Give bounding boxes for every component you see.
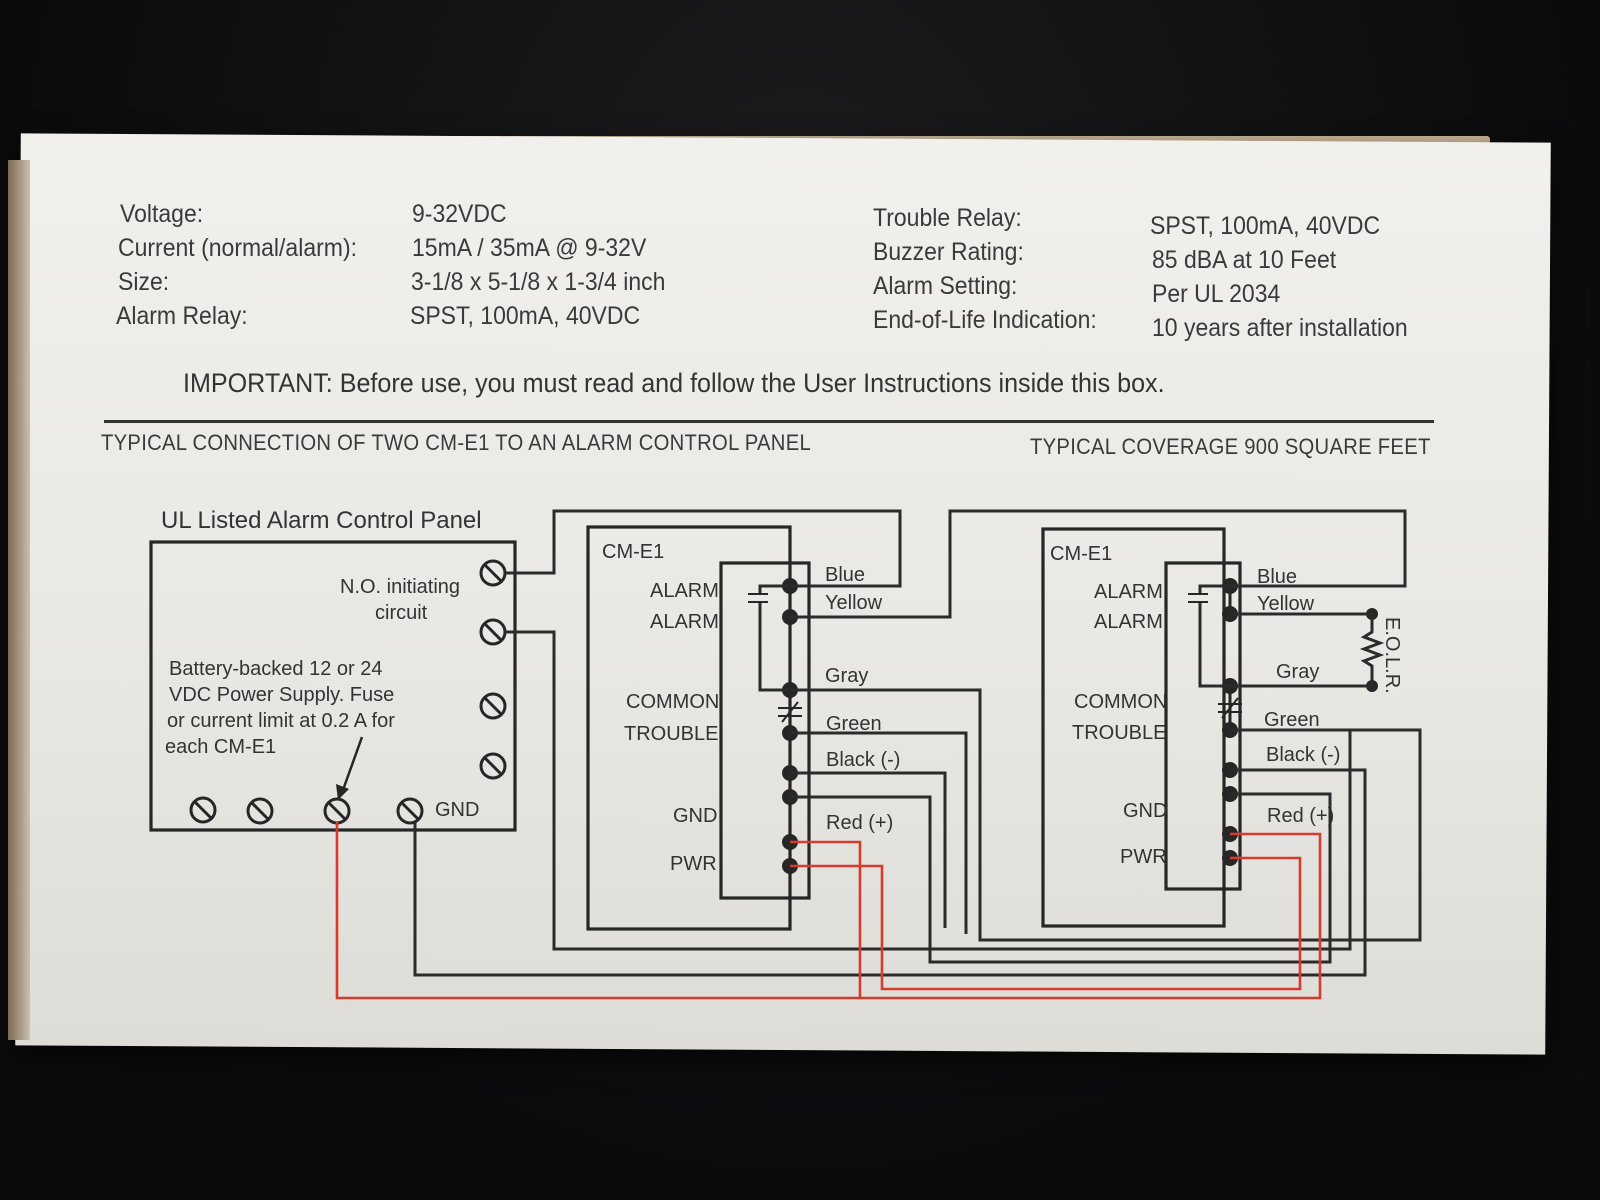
terminal-screw-icon (479, 692, 507, 720)
spec-value-size: 3-1/8 x 5-1/8 x 1-3/4 inch (411, 268, 666, 296)
spec-label-size: Size: (118, 268, 170, 296)
device-2-wire-red: Red (+) (1267, 805, 1334, 827)
panel-power-label-1: Battery-backed 12 or 24 (169, 658, 382, 680)
spec-value-buzzer: 85 dBA at 10 Feet (1152, 246, 1337, 274)
spec-value-alarm-setting: Per UL 2034 (1152, 280, 1281, 308)
spec-label-alarm-setting: Alarm Setting: (873, 272, 1018, 300)
spec-label-current: Current (normal/alarm): (118, 234, 357, 262)
device-1-wire-yellow: Yellow (825, 592, 883, 614)
device-2-wire-green: Green (1264, 709, 1320, 731)
panel-gnd-label: GND (435, 799, 479, 821)
panel-power-label-4: each CM-E1 (165, 736, 276, 758)
spec-label-alarm-relay: Alarm Relay: (116, 302, 248, 330)
device-2-inner-box (1164, 561, 1242, 891)
device-2-name: CM-E1 (1050, 543, 1112, 565)
spec-label-trouble-relay: Trouble Relay: (873, 204, 1022, 232)
spec-value-current: 15mA / 35mA @ 9-32V (412, 234, 647, 262)
spec-label-voltage: Voltage: (120, 200, 204, 228)
device-1-trouble: TROUBLE (624, 723, 718, 745)
terminal-screw-icon (246, 797, 274, 825)
eolr-label: E.O.L.R. (1381, 617, 1403, 694)
device-1-name: CM-E1 (602, 541, 664, 563)
eolr-resistor-icon (1359, 608, 1385, 692)
spec-value-voltage: 9-32VDC (412, 200, 507, 228)
spec-value-eol: 10 years after installation (1152, 314, 1408, 342)
divider-rule (104, 420, 1434, 423)
device-2-trouble: TROUBLE (1072, 722, 1166, 744)
box-side-edge (8, 160, 30, 1040)
device-1-wire-blue: Blue (825, 564, 865, 586)
terminal-screw-icon (189, 796, 217, 824)
spec-value-alarm-relay: SPST, 100mA, 40VDC (410, 302, 641, 330)
device-1-relay-contact-icon (748, 584, 802, 733)
device-2-alarm-1: ALARM (1094, 581, 1163, 603)
device-2-gnd: GND (1123, 800, 1167, 822)
arrow-head-icon (336, 784, 349, 800)
device-2-wire-yellow: Yellow (1257, 593, 1315, 615)
device-1-alarm-2: ALARM (650, 611, 719, 633)
device-2-relay-contact-icon (1188, 584, 1242, 730)
panel-title: UL Listed Alarm Control Panel (161, 507, 482, 534)
device-2-pwr: PWR (1120, 846, 1167, 868)
device-1-wire-black: Black (-) (826, 749, 900, 771)
important-notice: IMPORTANT: Before use, you must read and… (183, 368, 1165, 398)
diagram-heading-coverage: TYPICAL COVERAGE 900 SQUARE FEET (1030, 434, 1431, 459)
terminal-screw-icon (479, 618, 507, 646)
device-1-inner-box (719, 561, 811, 900)
panel-initiating-label-2: circuit (375, 602, 428, 624)
device-2-wire-blue: Blue (1257, 566, 1297, 588)
terminal-screw-icon (396, 797, 424, 825)
spec-label-buzzer: Buzzer Rating: (873, 238, 1024, 266)
panel-initiating-label-1: N.O. initiating (340, 576, 460, 598)
device-1-alarm-1: ALARM (650, 580, 719, 602)
device-2-alarm-2: ALARM (1094, 611, 1163, 633)
terminal-screw-icon (479, 559, 507, 587)
power-wires (335, 822, 1322, 1000)
signal-wires (413, 509, 1422, 977)
control-panel-box (149, 540, 517, 832)
device-2-wire-gray: Gray (1276, 661, 1319, 683)
device-1-gnd: GND (673, 805, 717, 827)
device-2-wire-black: Black (-) (1266, 744, 1340, 766)
terminal-screw-icon (323, 797, 351, 825)
pointer-arrow-icon (341, 736, 364, 791)
terminal-screw-icon (479, 752, 507, 780)
device-1-common: COMMON (626, 691, 719, 713)
device-1-wire-red: Red (+) (826, 812, 893, 834)
spec-value-trouble-relay: SPST, 100mA, 40VDC (1150, 212, 1381, 240)
device-1-wire-green: Green (826, 713, 882, 735)
panel-power-label-3: or current limit at 0.2 A for (167, 710, 395, 732)
panel-power-label-2: VDC Power Supply. Fuse (169, 684, 394, 706)
diagram-heading-connection: TYPICAL CONNECTION OF TWO CM-E1 TO AN AL… (101, 430, 812, 455)
device-1-wire-gray: Gray (825, 665, 868, 687)
spec-label-eol: End-of-Life Indication: (873, 306, 1097, 334)
device-1-pwr: PWR (670, 853, 717, 875)
device-2-common: COMMON (1074, 691, 1167, 713)
